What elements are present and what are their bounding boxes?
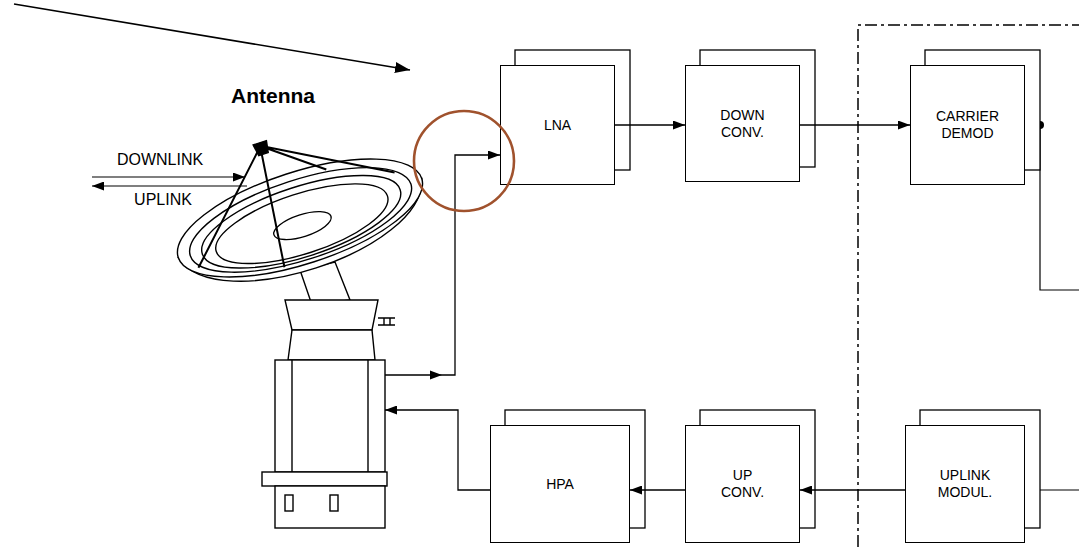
base-window <box>330 495 338 511</box>
process-box: CARRIER DEMOD <box>910 65 1025 185</box>
signal-arrow <box>800 489 905 490</box>
box-label: LNA <box>544 117 571 134</box>
box-label: HPA <box>546 476 574 493</box>
antenna-part <box>178 146 423 294</box>
process-box: LNA <box>500 65 615 185</box>
signal-arrow <box>800 124 910 125</box>
signal-arrow <box>385 410 490 490</box>
layout-group <box>92 25 1079 547</box>
antenna-part <box>253 141 270 157</box>
antenna-neck <box>288 330 375 360</box>
antenna-base <box>275 486 385 528</box>
signal-arrow <box>385 155 500 375</box>
dish-reflector <box>152 99 438 308</box>
box-label: CARRIER DEMOD <box>936 108 999 142</box>
process-box: UP CONV. <box>685 425 800 543</box>
box-label: DOWN CONV. <box>720 107 764 141</box>
antenna-part <box>271 206 335 245</box>
railing <box>378 318 395 325</box>
process-box: DOWN CONV. <box>685 65 800 182</box>
connectors <box>385 125 910 490</box>
box-label: UPLINK MODUL. <box>938 467 992 501</box>
antenna-part <box>169 112 412 293</box>
downlink-arrow <box>92 176 245 177</box>
base-window <box>285 495 293 511</box>
tower-edge <box>367 360 368 472</box>
signal-arrow <box>615 124 685 125</box>
antenna-label: Antenna <box>231 84 315 108</box>
highlight-circle <box>414 111 514 211</box>
process-box: HPA <box>490 425 630 543</box>
process-box: UPLINK MODUL. <box>905 425 1025 543</box>
uplink-arrow <box>92 185 247 186</box>
antenna-platform <box>262 472 387 486</box>
signal-direction-label: UPLINK <box>134 191 192 209</box>
antenna-node: Antenna <box>165 82 385 527</box>
signal-direction-label: DOWNLINK <box>117 151 203 169</box>
antenna-head <box>285 300 378 330</box>
antenna-part <box>192 156 411 287</box>
signal-arrow <box>630 489 685 490</box>
section-boundary <box>858 25 1079 547</box>
antenna-tower <box>275 360 385 472</box>
box-label: UP CONV. <box>721 467 764 501</box>
antenna-part <box>207 167 397 280</box>
pointer-arrow <box>14 4 410 70</box>
tower-edge <box>291 360 292 472</box>
